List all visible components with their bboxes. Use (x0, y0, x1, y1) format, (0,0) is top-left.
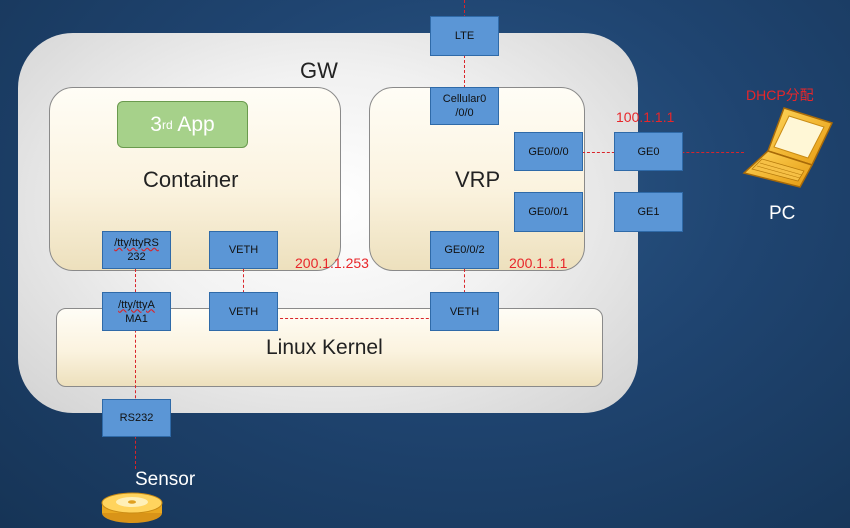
app-label-sup: rd (161, 117, 173, 132)
cellular-port-line2: /0/0 (455, 107, 474, 119)
kernel-veth-left-port: VETH (209, 292, 278, 331)
laptop-icon (742, 107, 834, 188)
kernel-veth-bridge-link (270, 318, 464, 319)
ip-label-container: 200.1.1.253 (295, 255, 369, 271)
app-label-rest: App (172, 112, 215, 136)
app-label-number: 3 (150, 112, 162, 136)
serial-sensor-link (135, 269, 136, 469)
pc-label: PC (769, 203, 796, 224)
sensor-icon (101, 492, 163, 523)
ge000-port: GE0/0/0 (514, 132, 583, 171)
tty-rs232-line2: 232 (127, 251, 146, 263)
sensor-label: Sensor (135, 469, 196, 490)
tty-ama1-line1: /tty/ttyA (118, 298, 155, 311)
tty-ama1-line2: MA1 (125, 312, 148, 325)
linux-kernel-label: Linux Kernel (266, 336, 383, 359)
gateway-label: GW (300, 58, 338, 83)
vrp-label: VRP (455, 167, 501, 192)
ge002-port: GE0/0/2 (430, 231, 499, 269)
tty-ama1-port: /tty/ttyA MA1 (102, 292, 171, 331)
tty-rs232-line1: /tty/ttyRS (114, 237, 159, 249)
veth-pair-link (243, 269, 244, 309)
ge001-port: GE0/0/1 (514, 192, 583, 232)
ge0-port: GE0 (614, 132, 683, 171)
ge1-port: GE1 (614, 192, 683, 232)
cellular-port-line1: Cellular0 (442, 93, 487, 105)
dhcp-label: DHCP分配 (746, 87, 814, 103)
kernel-veth-right-port: VETH (430, 292, 499, 331)
ip-label-ge0: 100.1.1.1 (616, 109, 675, 125)
lte-port: LTE (430, 16, 499, 56)
tty-rs232-port: /tty/ttyRS 232 (102, 231, 171, 269)
ip-label-vrp: 200.1.1.1 (509, 255, 568, 271)
ge002-veth-link (464, 269, 465, 309)
cellular-port: Cellular0 /0/0 (430, 87, 499, 125)
rs232-port: RS232 (102, 399, 171, 437)
container-label: Container (143, 167, 239, 192)
container-veth-port: VETH (209, 231, 278, 269)
